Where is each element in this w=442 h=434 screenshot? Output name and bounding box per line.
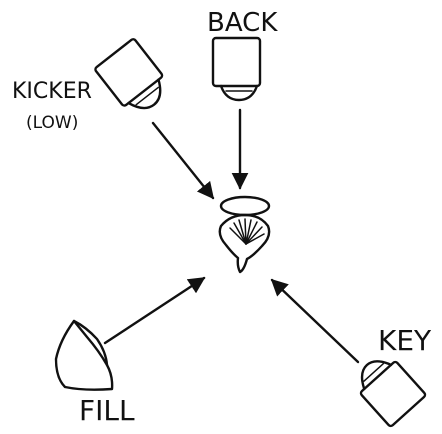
kicker-label: KICKER <box>12 79 92 104</box>
key-light <box>359 360 427 428</box>
key-label: KEY <box>378 324 432 357</box>
kicker-light <box>94 38 164 110</box>
back-light <box>211 36 262 102</box>
back-label: BACK <box>207 8 278 38</box>
fill-light <box>54 319 114 391</box>
subject-shoulder <box>219 195 271 217</box>
fill-arrow <box>103 276 206 345</box>
fill-label: FILL <box>79 394 135 427</box>
subject-head <box>218 195 271 274</box>
kicker-arrow <box>151 121 215 200</box>
kicker-note-label: (LOW) <box>26 113 78 133</box>
key-arrow <box>270 278 360 364</box>
